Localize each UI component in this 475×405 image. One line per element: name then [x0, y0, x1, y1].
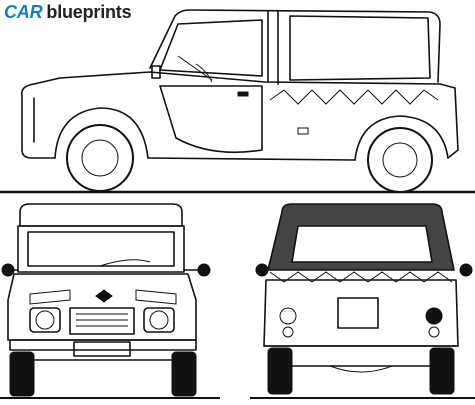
rear-left-tyre	[267, 347, 293, 395]
front-wheel	[66, 124, 134, 192]
chevron-badge-icon	[95, 289, 113, 303]
front-roof	[19, 203, 183, 227]
soft-top	[149, 9, 441, 83]
door-outline	[159, 85, 263, 154]
steering-wheel	[195, 63, 213, 83]
front-window	[159, 19, 263, 77]
rear-right-tyre	[429, 347, 455, 395]
front-body	[7, 273, 197, 341]
rear-view	[250, 203, 475, 399]
rear-window-glass	[291, 225, 433, 263]
right-headlight	[143, 307, 175, 333]
belt-line	[33, 71, 441, 85]
front-right-tyre	[171, 351, 197, 397]
side-marker	[297, 127, 309, 135]
hood-front	[20, 83, 35, 97]
left-hood-vent	[29, 289, 71, 305]
front-left-tyre	[9, 351, 35, 397]
rear-left-mirror	[255, 263, 269, 277]
rear-hub	[382, 142, 418, 178]
right-mirror	[197, 263, 211, 277]
canvas-lacing	[269, 89, 439, 105]
differential	[329, 365, 393, 373]
front-hub	[81, 139, 119, 177]
rear-right-mirror	[459, 263, 473, 277]
right-hood-vent	[135, 289, 177, 305]
left-headlight	[29, 307, 61, 333]
sill-line	[147, 157, 356, 161]
front-wiper	[99, 259, 151, 267]
left-mirror	[1, 263, 15, 277]
side-mirror	[151, 65, 161, 79]
front-bumper-area	[21, 95, 56, 159]
car-blueprints-logo: CAR blueprints	[4, 2, 132, 24]
spare-fuel-cap	[425, 307, 443, 325]
steering-column	[177, 55, 213, 81]
left-tail-light	[279, 307, 297, 325]
front-plate	[73, 341, 131, 357]
front-grille	[69, 307, 135, 335]
windscreen-glass	[27, 231, 175, 267]
front-bumper	[9, 339, 197, 351]
front-view	[0, 203, 220, 399]
logo-brand-text: CAR	[4, 2, 43, 22]
logo-word-text: blueprints	[46, 2, 132, 22]
side-view	[0, 9, 475, 194]
rear-wheel	[367, 127, 433, 193]
front-wheel-arch	[54, 107, 149, 159]
right-tail-light	[428, 326, 440, 338]
rear-window	[289, 15, 431, 81]
rear-plate	[337, 297, 379, 329]
rear-body	[439, 83, 459, 159]
door-handle	[237, 91, 249, 97]
rear-wheel-arch	[354, 115, 449, 161]
windscreen-frame	[17, 225, 185, 273]
